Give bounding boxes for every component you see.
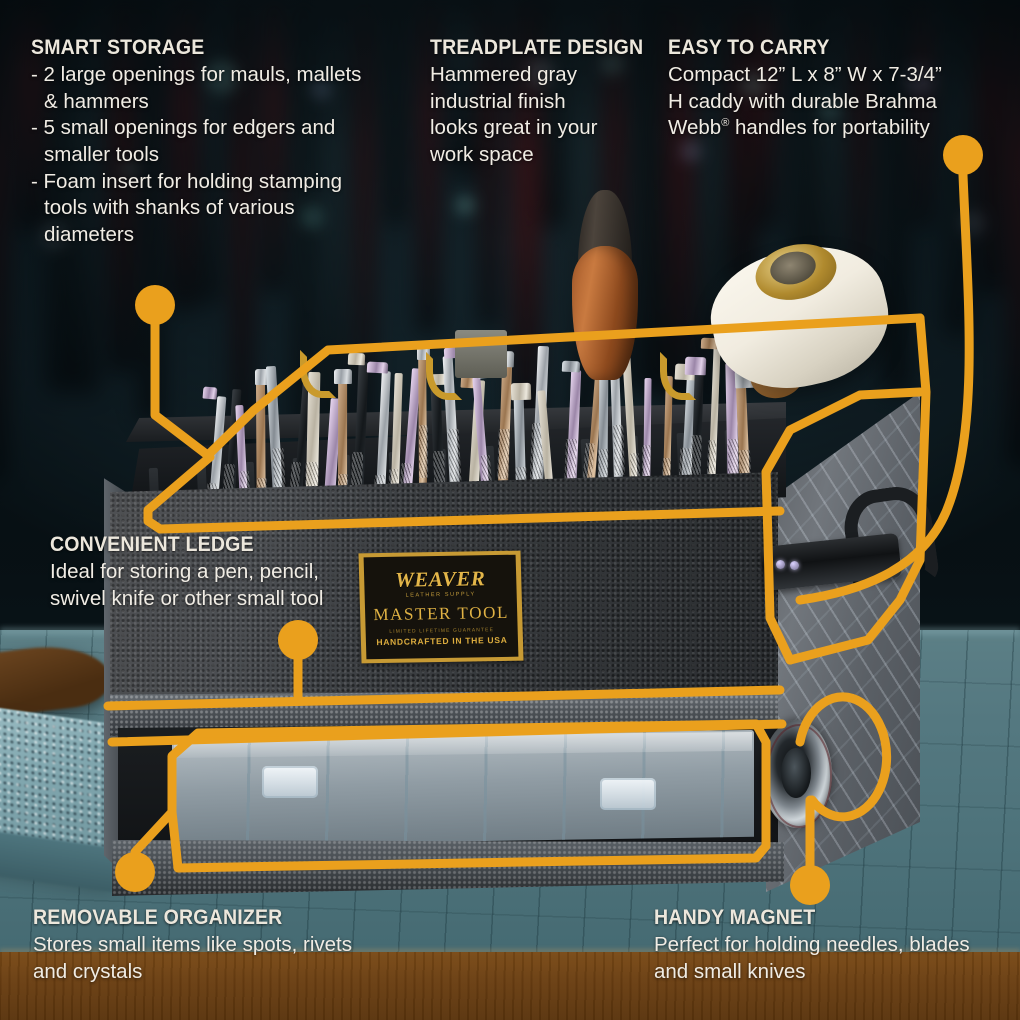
smart-storage-line-3: - Foam insert for holding stamping tools…: [31, 169, 376, 249]
callout-smart-storage: SMART STORAGE - 2 large openings for mau…: [31, 36, 376, 248]
callout-body-treadplate-design: Hammered gray industrial finish looks gr…: [430, 62, 605, 169]
callout-body-easy-to-carry: Compact 12” L x 8” W x 7-3/4” H caddy wi…: [668, 62, 958, 142]
organizer-clip-right: [600, 778, 656, 810]
tool-stamp-head: [348, 353, 365, 366]
callout-heading-handy-magnet: HANDY MAGNET: [654, 906, 961, 930]
callout-removable-organizer: REMOVABLE ORGANIZER Stores small items l…: [33, 906, 383, 985]
callout-heading-smart-storage: SMART STORAGE: [31, 36, 352, 60]
smart-storage-line-2: - 5 small openings for edgers and smalle…: [31, 115, 376, 168]
organizer-clip-left: [262, 766, 318, 798]
smart-storage-line-1: - 2 large openings for mauls, mallets & …: [31, 62, 376, 115]
label-brand-sub: LEATHER SUPPLY: [405, 591, 475, 598]
callout-heading-removable-organizer: REMOVABLE ORGANIZER: [33, 906, 359, 930]
easy-to-carry-text-tail: handles for portability: [729, 116, 930, 139]
label-brand: WEAVER: [395, 568, 486, 591]
callout-body-smart-storage: - 2 large openings for mauls, mallets & …: [31, 62, 376, 248]
tool-stamp-head: [562, 361, 580, 373]
callout-treadplate-design: TREADPLATE DESIGN Hammered gray industri…: [430, 36, 605, 169]
label-origin: HANDCRAFTED IN THE USA: [376, 634, 507, 646]
product-label: WEAVER LEATHER SUPPLY MASTER TOOL LIMITE…: [358, 551, 523, 664]
callout-convenient-ledge: CONVENIENT LEDGE Ideal for storing a pen…: [50, 533, 340, 612]
caddy-base-texture: [112, 840, 784, 896]
magnet-core: [781, 748, 811, 798]
tool-knurled-grip: [419, 425, 429, 478]
tool-stamp-head: [367, 361, 388, 373]
callout-heading-treadplate-design: TREADPLATE DESIGN: [430, 36, 593, 60]
callout-heading-convenient-ledge: CONVENIENT LEDGE: [50, 533, 320, 557]
tool-knurled-grip: [613, 424, 625, 474]
tool-stamp-head: [334, 369, 352, 384]
label-product-name: MASTER TOOL: [373, 603, 509, 622]
handle-rivet-b: [790, 561, 799, 570]
stamp-handle-wood: [572, 246, 638, 380]
callout-easy-to-carry: EASY TO CARRY Compact 12” L x 8” W x 7-3…: [668, 36, 958, 142]
label-guarantee: LIMITED LIFETIME GUARANTEE: [389, 627, 494, 635]
handle-rivet-a: [776, 560, 785, 569]
callout-heading-easy-to-carry: EASY TO CARRY: [668, 36, 938, 60]
tool-knurled-grip: [497, 429, 510, 479]
callout-handy-magnet: HANDY MAGNET Perfect for holding needles…: [654, 906, 984, 985]
callout-body-convenient-ledge: Ideal for storing a pen, pencil, swivel …: [50, 559, 340, 612]
tool-stamp-head: [511, 383, 532, 401]
callout-body-handy-magnet: Perfect for holding needles, blades and …: [654, 932, 984, 985]
metal-tool-block: [455, 330, 507, 378]
tool-stamp-head: [202, 387, 217, 400]
callout-body-removable-organizer: Stores small items like spots, rivets an…: [33, 932, 383, 985]
